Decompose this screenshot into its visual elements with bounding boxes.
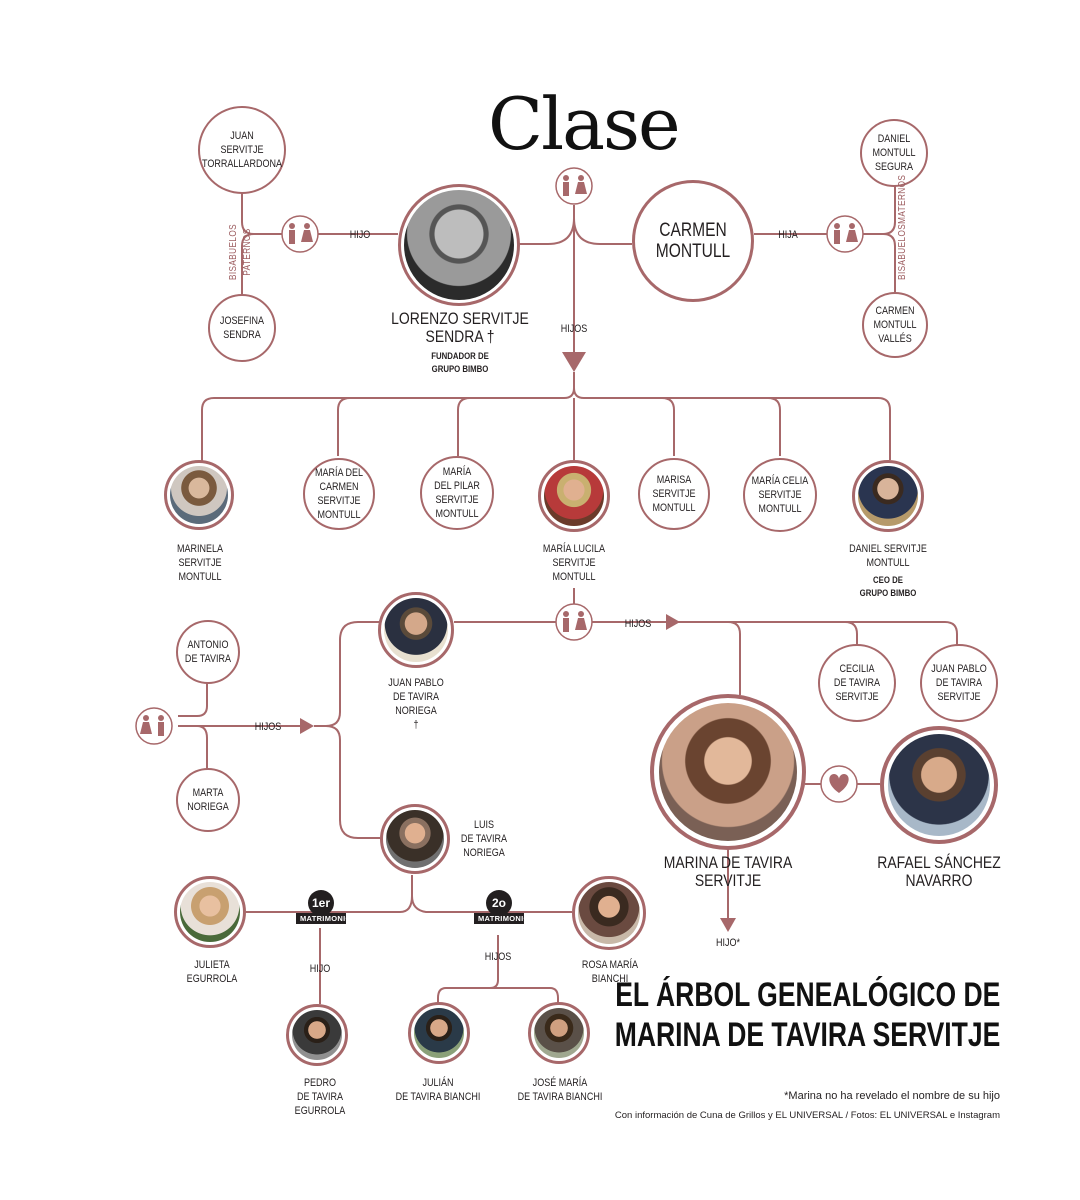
node-marta-noriega: MARTA NORIEGA [176, 768, 240, 832]
node-marisa: MARISA SERVITJE MONTULL [638, 458, 710, 530]
node-josefina-sendra: JOSEFINA SENDRA [208, 294, 276, 362]
name-julian: JULIÁN DE TAVIRA BIANCHI [395, 1077, 481, 1103]
node-antonio-de-tavira: ANTONIO DE TAVIRA [176, 620, 240, 684]
node-maria-del-carmen: MARÍA DEL CARMEN SERVITJE MONTULL [303, 458, 375, 530]
role-lorenzo: FUNDADOR DE GRUPO BIMBO [431, 351, 489, 375]
credits: Con información de Cuna de Grillos y EL … [614, 1110, 1000, 1121]
couple-icon [281, 215, 319, 253]
label-hijo-pedro: HIJO [309, 963, 331, 975]
name-lorenzo: LORENZO SERVITJE [391, 309, 529, 328]
name-juan-pablo-de-tavira: JUAN PABLO DE TAVIRA NORIEGA † [388, 677, 444, 731]
name-rosa-maria-bianchi: ROSA MARÍA BIANCHI [581, 959, 639, 985]
node-daniel-montull: DANIEL MONTULL SEGURA [860, 119, 928, 187]
label-hijos: HIJOS [560, 323, 588, 335]
node-juan-pablo-servitje: JUAN PABLO DE TAVIRA SERVITJE [920, 644, 998, 722]
name-marina: MARINA DE TAVIRA SERVITJE [663, 853, 793, 890]
node-maria-celia: MARÍA CELIA SERVITJE MONTULL [743, 458, 817, 532]
name-julieta-egurrola: JULIETA EGURROLA [186, 959, 238, 985]
couple-icon [555, 603, 593, 641]
name-maria-lucila: MARÍA LUCILA SERVITJE MONTULL [542, 543, 606, 583]
name-rafael: RAFAEL SÁNCHEZ NAVARRO [877, 853, 1001, 890]
node-cecilia: CECILIA DE TAVIRA SERVITJE [818, 644, 896, 722]
photo-julieta-egurrola [174, 876, 246, 948]
node-maria-del-pilar: MARÍA DEL PILAR SERVITJE MONTULL [420, 456, 494, 530]
name-marinela: MARINELA SERVITJE MONTULL [176, 543, 224, 583]
photo-lorenzo-servitje [398, 184, 520, 306]
photo-juan-pablo-de-tavira [378, 592, 454, 668]
label-hija: HIJA [778, 229, 798, 241]
couple-icon [555, 167, 593, 205]
node-carmen-montull-valles: CARMEN MONTULL VALLÉS [862, 292, 928, 358]
photo-luis-de-tavira [380, 804, 450, 874]
name-pedro: PEDRO DE TAVIRA EGURROLA [294, 1077, 346, 1117]
label-hijo: HIJO [349, 229, 371, 241]
label-bisabuelos-maternos: BISABUELOSMATERNOS [897, 174, 908, 280]
label-hijos-bianchi: HIJOS [484, 951, 512, 963]
label-bisabuelos-paternos: BISABUELOS PATERNOS [228, 223, 253, 281]
name-luis-de-tavira: LUIS DE TAVIRA NORIEGA [460, 819, 508, 859]
name-jose-maria: JOSÉ MARÍA DE TAVIRA BIANCHI [517, 1077, 603, 1103]
label-hijos-tavira: HIJOS [254, 721, 282, 733]
couple-icon [826, 215, 864, 253]
name-lorenzo-2: SENDRA † [425, 327, 495, 346]
badge-second-marriage: 2o MATRIMONIO [474, 890, 529, 924]
label-hijos-marina: HIJOS [624, 618, 652, 630]
photo-marina-de-tavira [650, 694, 806, 850]
node-juan-servitje: JUAN SERVITJE TORRALLARDONA [198, 106, 286, 194]
node-carmen-montull: CARMEN MONTULL [632, 180, 754, 302]
couple-icon [135, 707, 173, 745]
badge-first-marriage: 1er MATRIMONIO [296, 890, 351, 924]
footnote: *Marina no ha revelado el nombre de su h… [784, 1090, 1000, 1102]
photo-pedro-de-tavira [286, 1004, 348, 1066]
heart-icon [820, 765, 858, 803]
name-daniel-servitje: DANIEL SERVITJE MONTULL [849, 543, 927, 569]
photo-jose-maria-de-tavira [528, 1002, 590, 1064]
photo-daniel-servitje [852, 460, 924, 532]
photo-rosa-maria-bianchi [572, 876, 646, 950]
photo-marinela [164, 460, 234, 530]
photo-rafael-sanchez [880, 726, 998, 844]
photo-julian-de-tavira [408, 1002, 470, 1064]
main-title: EL ÁRBOL GENEALÓGICO DE MARINA DE TAVIRA… [614, 976, 1000, 1054]
role-daniel: CEO DE GRUPO BIMBO [859, 575, 917, 599]
label-hijo-star: HIJO* [715, 937, 741, 949]
brand-logo: Clase [488, 82, 681, 166]
photo-maria-lucila [538, 460, 610, 532]
